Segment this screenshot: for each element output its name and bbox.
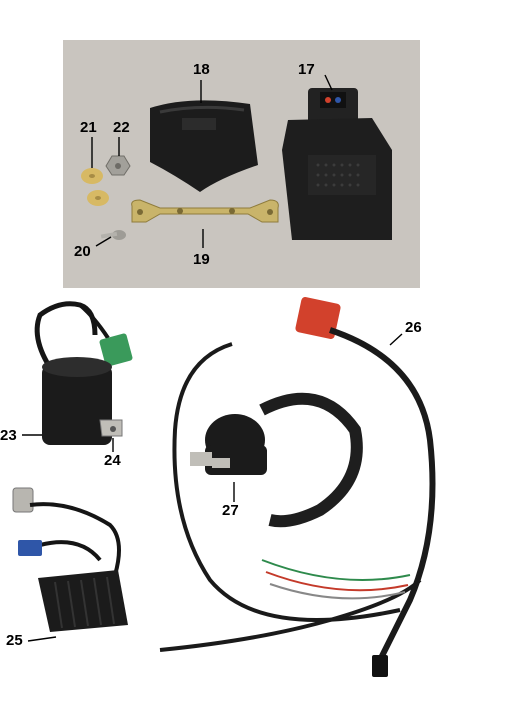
ignition-coil-image [190,392,363,528]
bolt-image [100,230,126,240]
wiring-harness-image [159,296,436,677]
relay-unit-image [34,301,133,445]
washer-image [81,168,109,206]
callout-20: 20 [74,243,91,260]
callout-21: 21 [80,119,97,136]
callout-26: 26 [405,319,422,336]
callout-27: 27 [222,502,239,519]
cdi-unit-image [282,88,392,240]
callout-25: 25 [6,632,23,649]
callout-17: 17 [298,61,315,78]
callout-22: 22 [113,119,130,136]
leader-lines [22,74,403,642]
callout-19: 19 [193,251,210,268]
mounting-bracket-image [131,199,279,223]
nut-image [105,155,131,176]
rubber-mount-cover-image [150,100,258,192]
callout-18: 18 [193,61,210,78]
callout-23: 23 [0,427,17,444]
regulator-image [12,487,128,632]
callout-24: 24 [104,452,121,469]
